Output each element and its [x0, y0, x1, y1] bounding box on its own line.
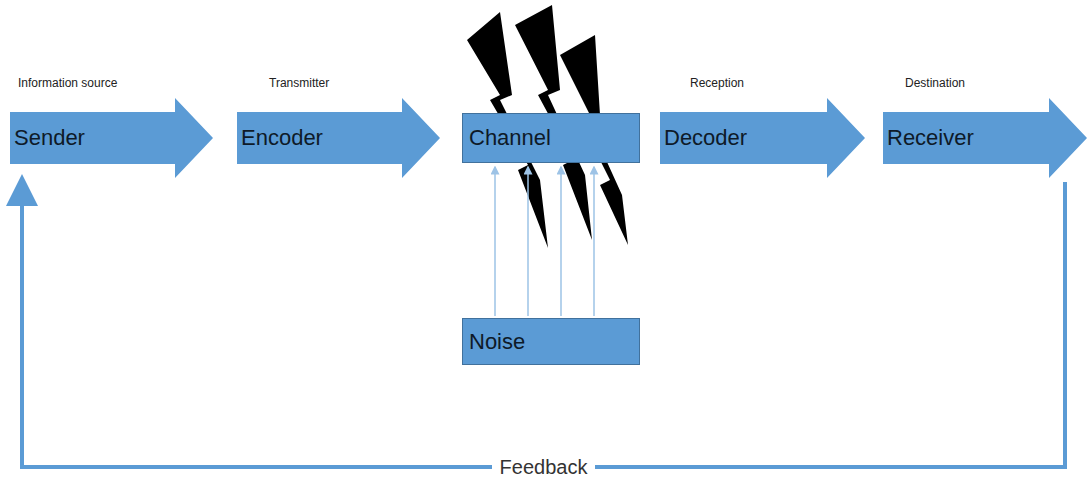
- node-label: Noise: [469, 329, 525, 353]
- node-label: Sender: [14, 126, 85, 150]
- node-label: Encoder: [241, 126, 323, 150]
- node-label: Channel: [469, 126, 551, 150]
- block-arrow: ReceptionDecoder: [660, 98, 865, 178]
- edge-label: Feedback: [492, 455, 596, 479]
- noise-arrow: [527, 167, 529, 316]
- feedback-line: [22, 182, 1065, 467]
- block-arrow: TransmitterEncoder: [237, 98, 440, 178]
- stage-heading: Information source: [18, 75, 138, 92]
- stage-heading: Transmitter: [269, 75, 389, 92]
- connector: [495, 167, 594, 316]
- process-box: Channel: [462, 113, 640, 163]
- noise-arrow: [593, 167, 595, 316]
- arrow-body: [660, 98, 865, 178]
- noise-arrow: [494, 167, 496, 316]
- arrow-body: [10, 98, 213, 178]
- noise-arrow: [560, 167, 562, 316]
- connector: [22, 182, 1065, 467]
- process-box: Noise: [462, 318, 640, 365]
- node-label: Decoder: [664, 126, 747, 150]
- arrow-body: [237, 98, 440, 178]
- block-arrow: DestinationReceiver: [883, 98, 1087, 178]
- node-label: Receiver: [887, 126, 974, 150]
- arrow-body: [883, 98, 1087, 178]
- stage-heading: Destination: [905, 75, 1025, 92]
- block-arrow: Information sourceSender: [10, 98, 213, 178]
- stage-heading: Reception: [690, 75, 810, 92]
